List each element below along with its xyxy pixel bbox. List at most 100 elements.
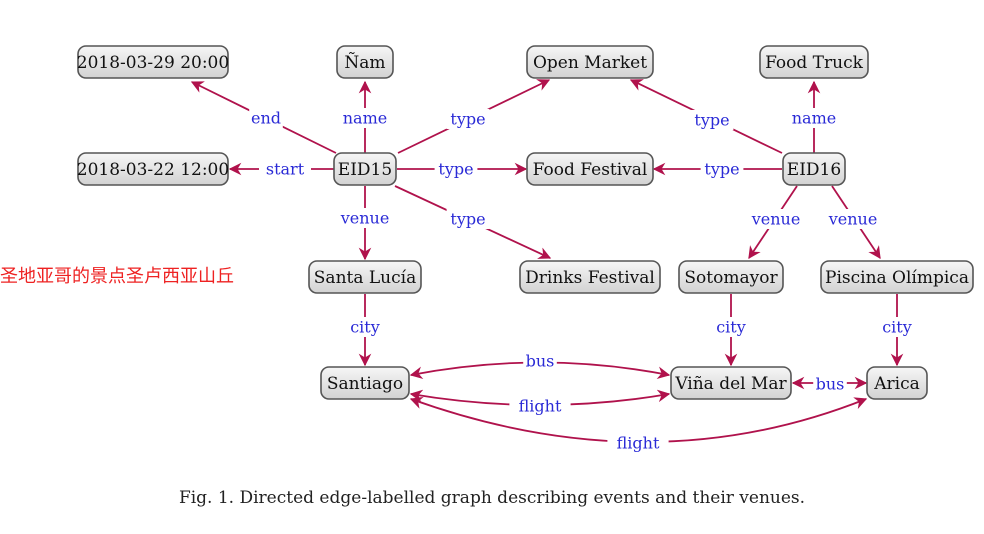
edge-label-background <box>750 209 802 229</box>
node-open-market[interactable]: Open Market <box>526 45 654 79</box>
node-arica[interactable]: Arica <box>866 366 928 400</box>
edge-type-eid15-open_market: type <box>397 79 551 154</box>
edge-label: type <box>450 210 485 229</box>
node-t-end[interactable]: 2018-03-29 20:00 <box>77 45 229 79</box>
edge-label-background <box>607 433 669 453</box>
edge-label-background <box>434 159 478 179</box>
edge-label-background <box>343 317 387 337</box>
edge-bus-santiago-vina: bus <box>409 351 671 380</box>
node-box <box>336 45 394 79</box>
node-t-start[interactable]: 2018-03-22 12:00 <box>77 152 229 186</box>
edge-city-sotomayor-vina: city <box>709 294 753 367</box>
node-eid15[interactable]: EID15 <box>333 152 397 186</box>
node-box <box>320 366 410 400</box>
nodes-layer: 2018-03-29 20:00 Ñam Open Market Food Truck… <box>77 45 974 400</box>
edge-type-eid16-open_market: type <box>629 79 783 154</box>
node-box <box>670 366 792 400</box>
edge-label: city <box>716 318 746 337</box>
node-box <box>308 260 422 294</box>
node-label: Ñam <box>344 52 385 73</box>
node-box <box>77 152 229 186</box>
edge-label: name <box>792 109 836 128</box>
edge-label-background <box>446 109 490 129</box>
node-box <box>526 45 654 79</box>
node-label: 2018-03-22 12:00 <box>77 160 229 180</box>
node-box <box>678 260 784 294</box>
edge-venue-eid16-sotomayor: venue <box>748 185 802 260</box>
edge-label: type <box>694 111 729 130</box>
edge-label: end <box>251 109 281 128</box>
edge-venue-eid15-santa_lucia: venue <box>339 186 391 261</box>
edge-label-background <box>339 208 391 228</box>
node-box <box>519 260 661 294</box>
node-label: Viña del Mar <box>674 374 787 394</box>
node-eid16[interactable]: EID16 <box>782 152 846 186</box>
edge-city-santa_lucia-santiago: city <box>343 294 387 367</box>
edge-venue-eid16-piscina: venue <box>827 185 881 260</box>
edge-label: type <box>438 160 473 179</box>
node-box <box>866 366 928 400</box>
edge-label: type <box>704 160 739 179</box>
edge-label-background <box>875 317 919 337</box>
edge-flight-santiago-arica: flight <box>409 396 868 453</box>
edge-label: venue <box>340 209 390 228</box>
node-label: Food Truck <box>765 53 864 73</box>
node-label: Drinks Festival <box>525 268 655 288</box>
node-label: Sotomayor <box>684 268 778 288</box>
edge-label-background <box>259 159 311 179</box>
edges-layer: end name type start type venue type type name typ… <box>190 79 919 453</box>
edge-label: venue <box>828 210 878 229</box>
node-label: Santiago <box>327 374 403 394</box>
node-nam[interactable]: Ñam <box>336 45 394 79</box>
overlay-annotation-text: 圣地亚哥的景点圣卢西亚山丘 <box>0 266 234 287</box>
node-label: EID15 <box>338 160 392 180</box>
figure-caption: Fig. 1. Directed edge-labelled graph des… <box>178 488 806 508</box>
node-food-truck[interactable]: Food Truck <box>759 45 869 79</box>
node-box <box>333 152 397 186</box>
edge-label-background <box>827 209 879 229</box>
node-santa-lucia[interactable]: Santa Lucía <box>308 260 422 294</box>
node-box <box>77 45 229 79</box>
node-piscina[interactable]: Piscina Olímpica <box>820 260 974 294</box>
node-label: Arica <box>873 374 920 394</box>
edge-label: flight <box>617 434 660 453</box>
edge-label-background <box>249 108 283 128</box>
node-label: EID16 <box>787 160 841 180</box>
node-label: Open Market <box>533 53 647 73</box>
edge-label-background <box>690 110 734 130</box>
node-drinks-festival[interactable]: Drinks Festival <box>519 260 661 294</box>
edge-start-eid15-t_start: start <box>228 159 334 179</box>
edge-label: venue <box>751 210 801 229</box>
node-label: Food Festival <box>533 160 648 180</box>
edge-label-background <box>343 108 387 128</box>
edge-label: city <box>350 318 380 337</box>
edge-end-eid15-t_end: end <box>190 81 337 154</box>
edge-type-eid15-drinks_festival: type <box>394 185 552 259</box>
edge-bus-vina-arica: bus <box>791 374 868 394</box>
node-box <box>526 152 654 186</box>
edge-label: city <box>882 318 912 337</box>
edge-label-background <box>446 209 490 229</box>
edge-label: type <box>450 110 485 129</box>
node-box <box>820 260 974 294</box>
edge-label-background <box>792 108 836 128</box>
node-sotomayor[interactable]: Sotomayor <box>678 260 784 294</box>
edge-city-piscina-arica: city <box>875 294 919 367</box>
edge-label-background <box>813 374 847 394</box>
edge-type-eid15-food_festival: type <box>397 159 528 179</box>
node-food-festival[interactable]: Food Festival <box>526 152 654 186</box>
node-label: Santa Lucía <box>314 268 416 288</box>
edge-label-background <box>700 159 744 179</box>
node-vina[interactable]: Viña del Mar <box>670 366 792 400</box>
edge-label: flight <box>519 397 562 416</box>
edge-name-eid16-food_truck: name <box>792 80 836 153</box>
edge-label: start <box>266 160 305 179</box>
edge-label: bus <box>816 375 845 394</box>
edge-name-eid15-nam: name <box>343 80 387 153</box>
node-label: Piscina Olímpica <box>825 268 969 288</box>
node-santiago[interactable]: Santiago <box>320 366 410 400</box>
edge-label-background <box>709 317 753 337</box>
edge-type-eid16-food_festival: type <box>652 159 782 179</box>
